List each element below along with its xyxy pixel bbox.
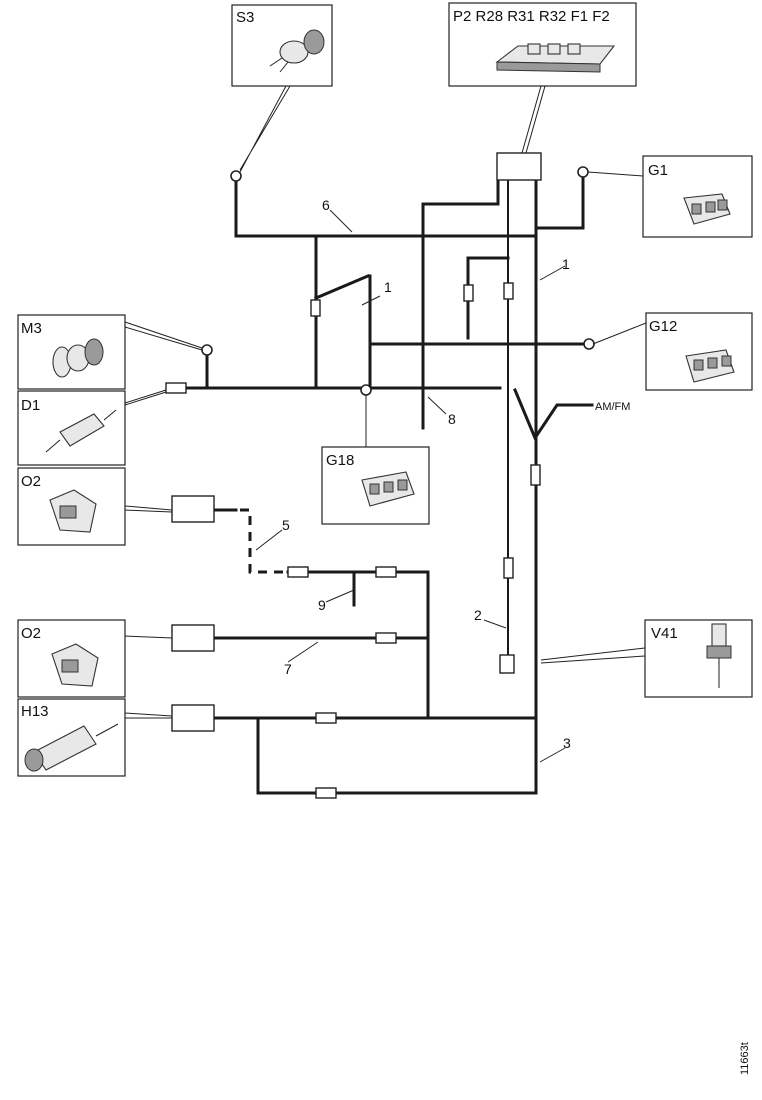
g18-ground-point xyxy=(360,384,372,396)
m3-label: M3 xyxy=(21,320,42,337)
component-fusebox[interactable]: P2 R28 R31 R32 F1 F2 xyxy=(448,2,637,87)
module-boxes xyxy=(171,495,215,732)
wire-harness xyxy=(184,174,594,795)
o2-bottom-plug xyxy=(171,624,215,652)
m3-ground-point xyxy=(201,344,213,356)
wire-label-2: 2 xyxy=(474,607,482,623)
s3-ground-point xyxy=(230,170,242,182)
g1-label: G1 xyxy=(648,162,668,179)
connector xyxy=(375,566,397,578)
wire-label-3: 3 xyxy=(563,735,571,751)
wire-label-8: 8 xyxy=(448,411,456,427)
component-g18[interactable]: G18 xyxy=(321,446,430,525)
connector xyxy=(503,557,514,579)
wire-label-7: 7 xyxy=(284,661,292,677)
am-fm-label: AM/FM xyxy=(595,401,630,413)
wire-label-5: 5 xyxy=(282,517,290,533)
wire-label-9: 9 xyxy=(318,597,326,613)
connector xyxy=(503,282,514,300)
wire-label-6: 6 xyxy=(322,197,330,213)
connector xyxy=(530,464,541,486)
o2-top-label: O2 xyxy=(21,473,41,490)
ground-terminal-icon xyxy=(361,471,415,507)
h13-label: H13 xyxy=(21,703,49,720)
connector xyxy=(315,787,337,799)
component-g1[interactable]: G1 xyxy=(642,155,753,238)
connector xyxy=(165,382,187,394)
motor-icon xyxy=(52,338,104,378)
component-h13[interactable]: H13 xyxy=(17,698,126,777)
component-d1[interactable]: D1 xyxy=(17,390,126,466)
fusebox-connector xyxy=(496,152,542,181)
wire-label-1-right: 1 xyxy=(562,256,570,272)
fusebox-label: P2 R28 R31 R32 F1 F2 xyxy=(453,8,610,25)
connector xyxy=(463,284,474,302)
ground-terminal-icon xyxy=(683,193,731,225)
component-o2-bottom[interactable]: O2 xyxy=(17,619,126,698)
ground-terminal-icon xyxy=(685,349,735,383)
fuse-relay-box-icon xyxy=(495,43,616,73)
wire-labels: 6 1 1 8 5 9 2 7 3 AM/FM xyxy=(282,197,630,751)
sensor-icon xyxy=(49,489,97,533)
d1-label: D1 xyxy=(21,397,40,414)
diode-icon xyxy=(45,409,117,453)
connector xyxy=(310,299,321,317)
ground-points xyxy=(201,166,595,396)
component-g12[interactable]: G12 xyxy=(645,312,753,391)
leader-lines xyxy=(124,85,647,763)
o2-bottom-label: O2 xyxy=(21,625,41,642)
connector xyxy=(287,566,309,578)
component-v41[interactable]: V41 xyxy=(644,619,753,698)
v41-label: V41 xyxy=(651,625,678,642)
switch-icon xyxy=(269,29,325,73)
g1-ground-point xyxy=(577,166,589,178)
component-o2-top[interactable]: O2 xyxy=(17,467,126,546)
inline-connectors xyxy=(165,152,542,799)
g18-label: G18 xyxy=(326,452,354,469)
v41-connector xyxy=(499,654,515,674)
component-m3[interactable]: M3 xyxy=(17,314,126,390)
h13-plug xyxy=(171,704,215,732)
component-s3[interactable]: S3 xyxy=(231,4,333,87)
g12-label: G12 xyxy=(649,318,677,335)
valve-icon xyxy=(706,623,732,688)
figure-number: 11663t xyxy=(739,1042,751,1075)
s3-label: S3 xyxy=(236,9,254,26)
connector xyxy=(315,712,337,724)
wire-label-1-left: 1 xyxy=(384,279,392,295)
connector xyxy=(375,632,397,644)
g12-ground-point xyxy=(583,338,595,350)
sensor-icon xyxy=(51,643,99,687)
o2-top-plug xyxy=(171,495,215,523)
horn-icon xyxy=(24,723,119,772)
